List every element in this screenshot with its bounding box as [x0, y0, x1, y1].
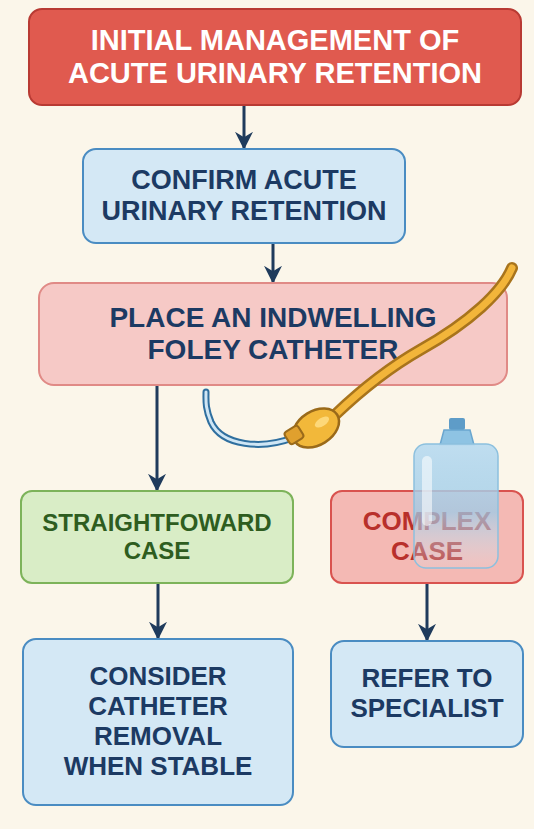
outcome-box: CONSIDER CATHETER REMOVAL WHEN STABLE	[22, 638, 294, 806]
node-label: STRAIGHTFOWARD CASE	[32, 509, 282, 564]
node-label: REFER TO SPECIALIST	[342, 664, 512, 724]
flow-arrow	[272, 244, 275, 282]
process-box: PLACE AN INDWELLING FOLEY CATHETER	[38, 282, 508, 386]
flow-arrow	[157, 584, 160, 638]
node-label: CONSIDER CATHETER REMOVAL WHEN STABLE	[56, 662, 261, 782]
outcome-box: REFER TO SPECIALIST	[330, 640, 524, 748]
catheter-port	[284, 425, 305, 445]
node-label: INITIAL MANAGEMENT OF ACUTE URINARY RETE…	[55, 24, 495, 91]
drain-tube	[206, 392, 295, 444]
catheter-balloon	[286, 400, 346, 455]
node-label: PLACE AN INDWELLING FOLEY CATHETER	[93, 302, 453, 366]
node-label: CONFIRM ACUTE URINARY RETENTION	[94, 165, 394, 227]
flow-arrow	[156, 386, 159, 490]
node-label: COMPLEX CASE	[342, 507, 512, 567]
bag-cap	[449, 418, 465, 430]
flow-arrow	[426, 584, 429, 640]
branch-box: STRAIGHTFOWARD CASE	[20, 490, 294, 584]
bag-neck	[440, 430, 474, 445]
flow-arrow	[243, 106, 246, 148]
header-box: INITIAL MANAGEMENT OF ACUTE URINARY RETE…	[28, 8, 522, 106]
process-box: CONFIRM ACUTE URINARY RETENTION	[82, 148, 406, 244]
branch-box: COMPLEX CASE	[330, 490, 524, 584]
drain-tube-outline	[206, 392, 295, 444]
balloon-highlight	[313, 414, 331, 429]
